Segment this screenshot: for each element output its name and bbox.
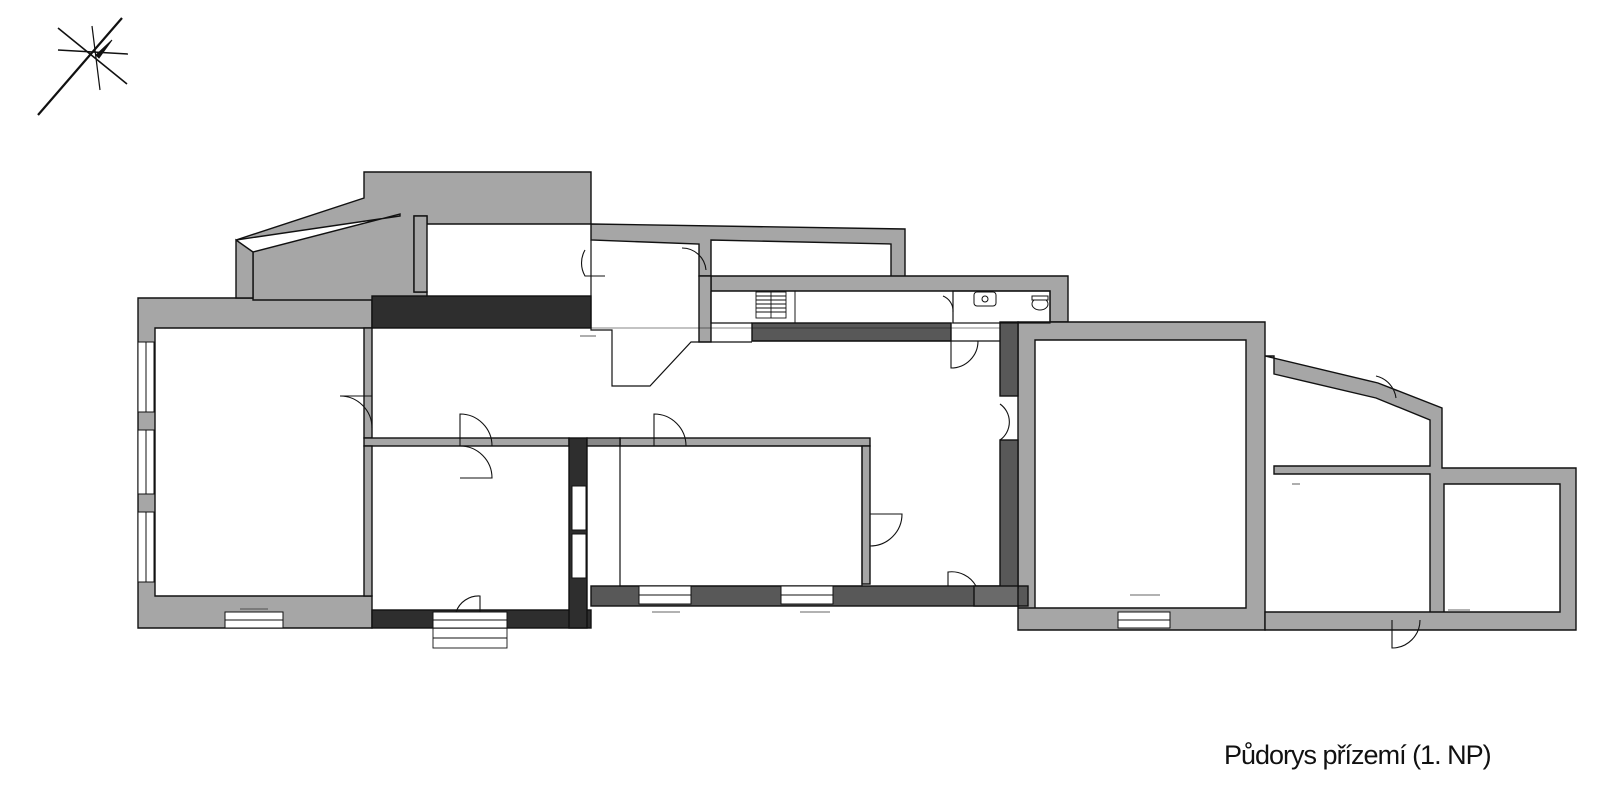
north-corridor-wall [590,223,906,278]
walls-new [590,321,1029,607]
windows [137,341,1171,629]
dimension-marks [240,335,1470,613]
stairs [432,291,787,649]
room-outlines [372,240,1051,587]
north-arrow-icon [37,17,129,116]
drawing-caption: Půdorys přízemí (1. NP) [1224,740,1492,770]
far-east-annex-wall [1264,355,1577,631]
east-block-wall [1017,321,1266,631]
walls-existing [137,171,1577,631]
sanitary-fixtures [973,291,1049,311]
west-wing-wall [137,297,373,629]
doors [339,247,1421,649]
